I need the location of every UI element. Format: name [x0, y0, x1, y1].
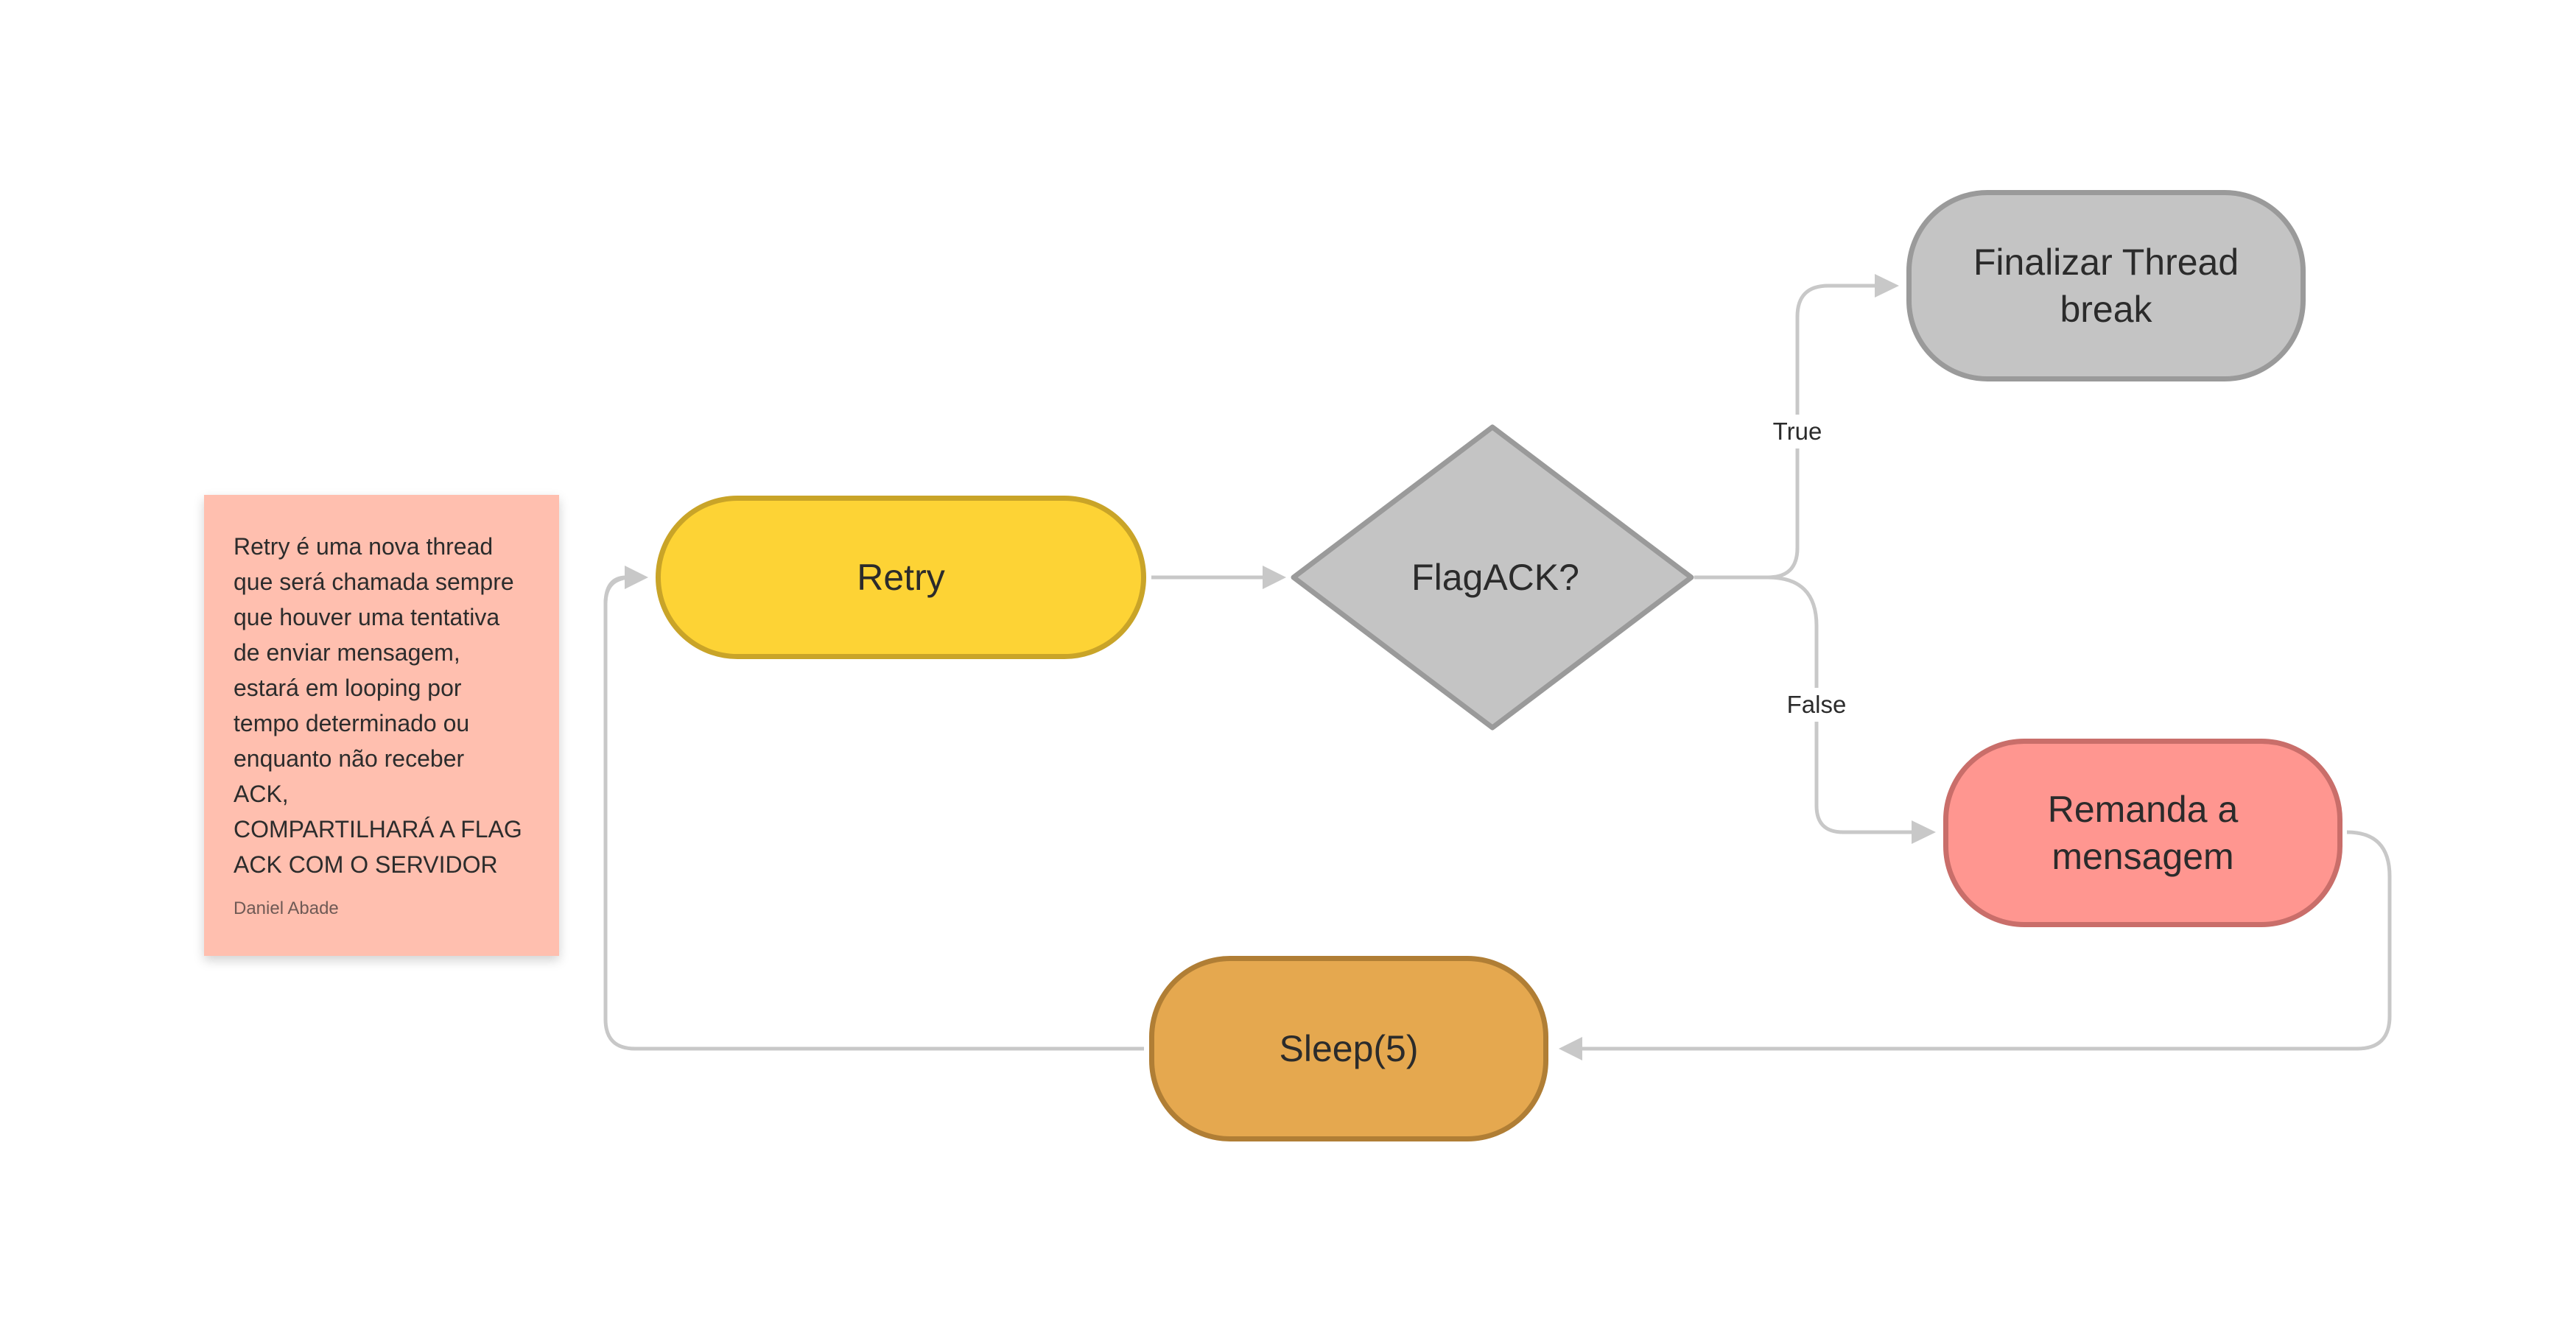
node-retry-label: Retry — [857, 557, 945, 598]
edge-label-false: False — [1780, 688, 1853, 722]
node-flag-ack-label: FlagACK? — [1411, 557, 1579, 598]
edge-label-true: True — [1766, 415, 1828, 448]
sticky-note[interactable]: Retry é uma nova thread que será chamada… — [204, 495, 559, 956]
sticky-note-author: Daniel Abade — [234, 898, 339, 918]
sticky-note-text: Retry é uma nova thread que será chamada… — [234, 533, 522, 878]
edge-remanda-to-sleep[interactable] — [1582, 830, 2392, 1051]
node-finalizar-thread[interactable]: Finalizar Thread break — [1906, 190, 2306, 381]
edge-retry-to-flag-arrowhead — [1263, 566, 1286, 589]
node-sleep-label: Sleep(5) — [1279, 1028, 1419, 1069]
node-remanda-mensagem-label: Remanda a mensagem — [2047, 789, 2239, 877]
node-sleep[interactable]: Sleep(5) — [1149, 956, 1548, 1141]
node-retry[interactable]: Retry — [656, 496, 1146, 659]
node-remanda-mensagem[interactable]: Remanda a mensagem — [1943, 739, 2342, 927]
edge-sleep-to-retry-arrowhead — [625, 566, 648, 589]
edge-flag-to-finalizar-arrowhead — [1875, 274, 1899, 298]
edge-remanda-to-sleep-arrowhead — [1559, 1037, 1582, 1060]
decision-diamond-flag-ack[interactable] — [1291, 424, 1694, 731]
edge-flag-to-remanda-arrowhead — [1912, 820, 1936, 844]
edge-flag-to-remanda[interactable] — [1767, 575, 1912, 834]
node-finalizar-thread-label: Finalizar Thread break — [1973, 242, 2239, 330]
